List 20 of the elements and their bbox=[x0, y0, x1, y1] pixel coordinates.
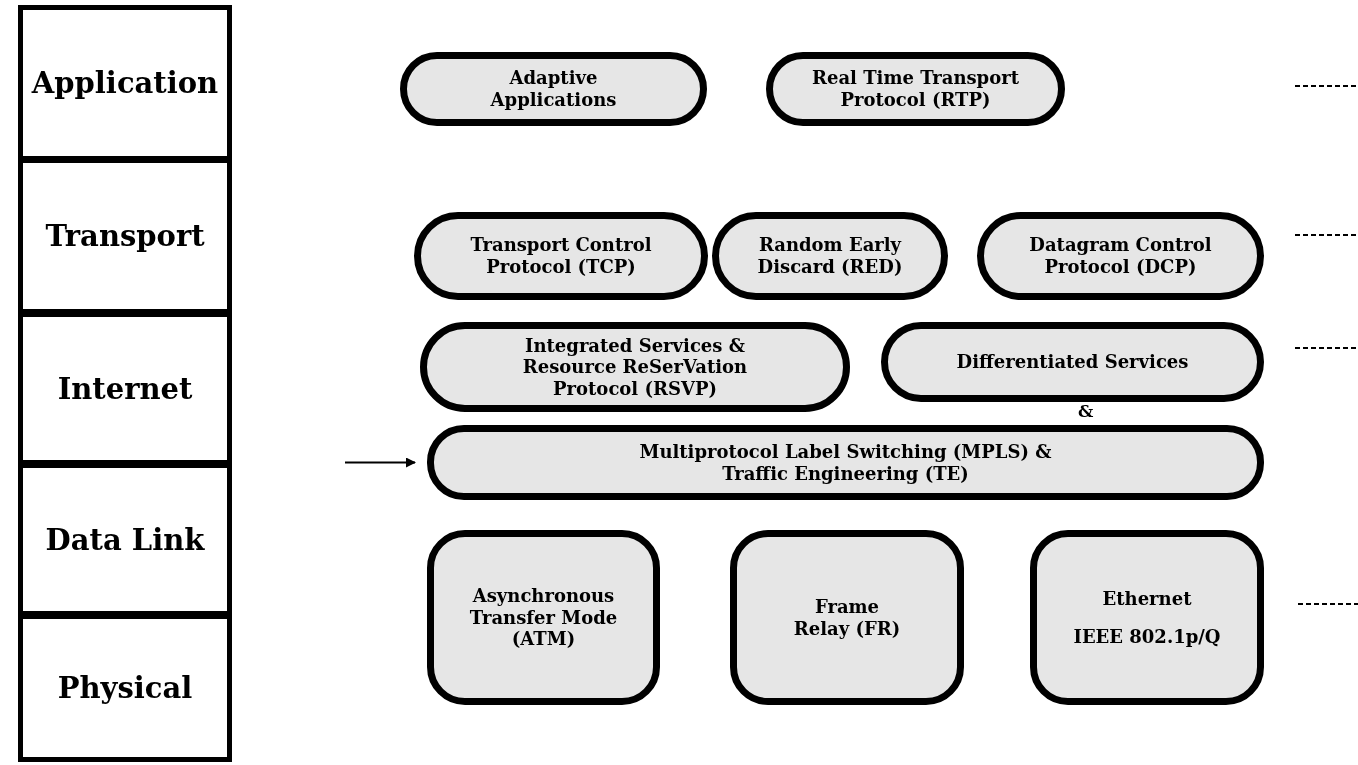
node-label: IEEE 802.1p/Q bbox=[1073, 625, 1221, 648]
layer-box: Physical bbox=[18, 614, 232, 762]
layer-box: Transport bbox=[18, 158, 232, 314]
layer-box: Internet bbox=[18, 312, 232, 465]
protocol-box bbox=[1030, 530, 1264, 705]
arrow bbox=[344, 457, 416, 468]
layer-box: Data Link bbox=[18, 463, 232, 616]
protocol-pill: Multiprotocol Label Switching (MPLS) & Traffic Engineering (TE) bbox=[427, 425, 1264, 500]
protocol-pill: Datagram Control Protocol (DCP) bbox=[977, 212, 1264, 300]
ampersand-label: & bbox=[1078, 403, 1094, 420]
protocol-pill: Transport Control Protocol (TCP) bbox=[414, 212, 708, 300]
layer-box: Application bbox=[18, 5, 232, 161]
protocol-box: Asynchronous Transfer Mode (ATM) bbox=[427, 530, 660, 705]
protocol-pill: Adaptive Applications bbox=[400, 52, 707, 126]
protocol-pill: Differentiated Services bbox=[881, 322, 1264, 402]
node-label: Ethernet bbox=[1102, 587, 1192, 610]
protocol-pill: Integrated Services & Resource ReSerVation Protocol (RSVP) bbox=[420, 322, 850, 412]
protocol-pill: Real Time Transport Protocol (RTP) bbox=[766, 52, 1065, 126]
protocol-box: Frame Relay (FR) bbox=[730, 530, 964, 705]
protocol-pill: Random Early Discard (RED) bbox=[712, 212, 948, 300]
